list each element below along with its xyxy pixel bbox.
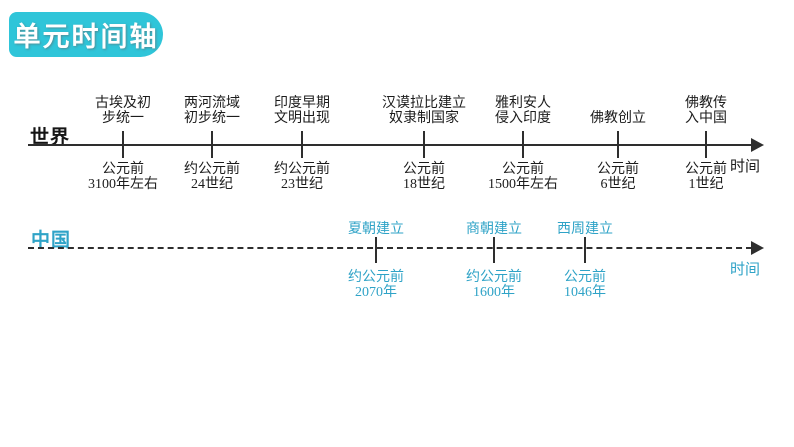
china-event-label: 西周建立 bbox=[557, 222, 613, 237]
china-row-label: 中国 bbox=[31, 230, 72, 251]
china-time-axis-label: 时间 bbox=[730, 262, 761, 278]
world-event-date: 公元前 1世纪 bbox=[685, 162, 727, 192]
page-title: 单元时间轴 bbox=[13, 22, 159, 52]
world-event-date: 约公元前 23世纪 bbox=[274, 162, 330, 192]
world-tick bbox=[301, 131, 303, 158]
world-tick bbox=[122, 131, 124, 158]
world-time-axis-label: 时间 bbox=[730, 159, 761, 175]
china-event-date: 约公元前 2070年 bbox=[348, 270, 404, 300]
title-badge: 单元时间轴 bbox=[9, 12, 163, 57]
world-event-label: 佛教创立 bbox=[590, 111, 646, 126]
china-tick bbox=[375, 237, 377, 263]
world-event-label: 两河流域 初步统一 bbox=[184, 96, 240, 126]
world-tick bbox=[423, 131, 425, 158]
world-arrowhead-icon bbox=[751, 138, 764, 152]
world-tick bbox=[522, 131, 524, 158]
china-event-label: 商朝建立 bbox=[466, 222, 522, 237]
china-arrowhead-icon bbox=[751, 241, 764, 255]
china-event-label: 夏朝建立 bbox=[348, 222, 404, 237]
world-row-label: 世界 bbox=[30, 127, 71, 148]
world-event-date: 公元前 18世纪 bbox=[403, 162, 445, 192]
world-tick bbox=[617, 131, 619, 158]
china-tick bbox=[584, 237, 586, 263]
world-tick bbox=[705, 131, 707, 158]
world-event-date: 约公元前 24世纪 bbox=[184, 162, 240, 192]
world-event-label: 古埃及初 步统一 bbox=[95, 96, 151, 126]
world-event-label: 汉谟拉比建立 奴隶制国家 bbox=[382, 96, 466, 126]
world-event-date: 公元前 6世纪 bbox=[597, 162, 639, 192]
world-event-label: 雅利安人 侵入印度 bbox=[495, 96, 551, 126]
world-event-label: 印度早期 文明出现 bbox=[274, 96, 330, 126]
china-tick bbox=[493, 237, 495, 263]
world-event-date: 公元前 1500年左右 bbox=[488, 162, 558, 192]
world-tick bbox=[211, 131, 213, 158]
china-event-date: 约公元前 1600年 bbox=[466, 270, 522, 300]
china-event-date: 公元前 1046年 bbox=[564, 270, 606, 300]
world-event-date: 公元前 3100年左右 bbox=[88, 162, 158, 192]
china-timeline-line bbox=[28, 247, 752, 249]
world-event-label: 佛教传 入中国 bbox=[685, 96, 727, 126]
world-timeline-line bbox=[28, 144, 754, 146]
